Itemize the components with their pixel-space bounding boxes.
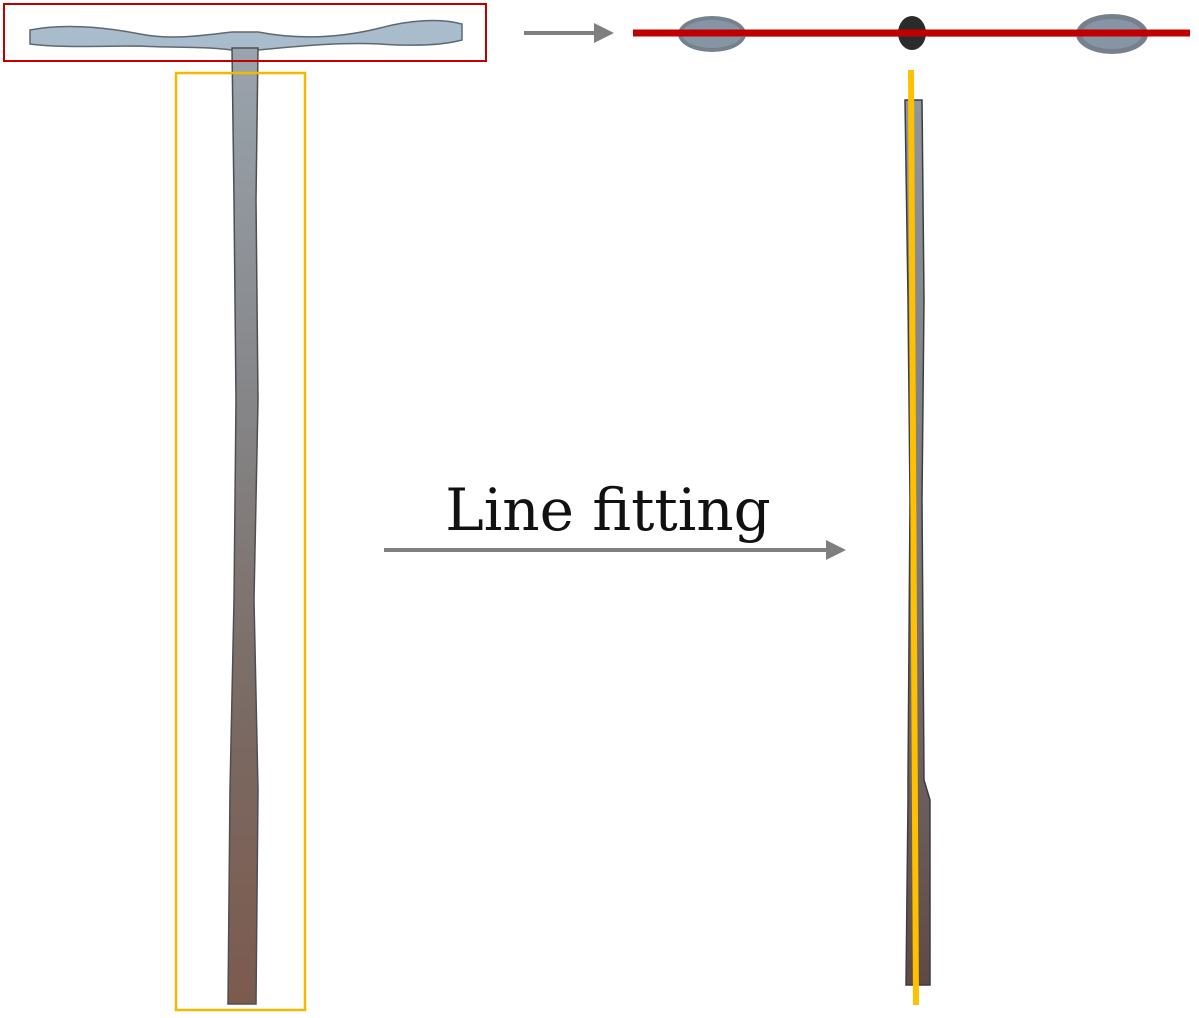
line-fitting-label: Line fitting <box>445 476 771 544</box>
top-arrow <box>524 23 614 43</box>
fitted-vertical-line <box>908 69 919 1006</box>
pole-selection-box <box>174 71 307 1012</box>
crossarm-selection-box <box>3 3 487 62</box>
pole-points <box>227 47 259 1005</box>
line-fitting-arrow <box>384 540 846 560</box>
crossarm-points <box>29 19 463 51</box>
original-point-cloud <box>29 19 463 1005</box>
